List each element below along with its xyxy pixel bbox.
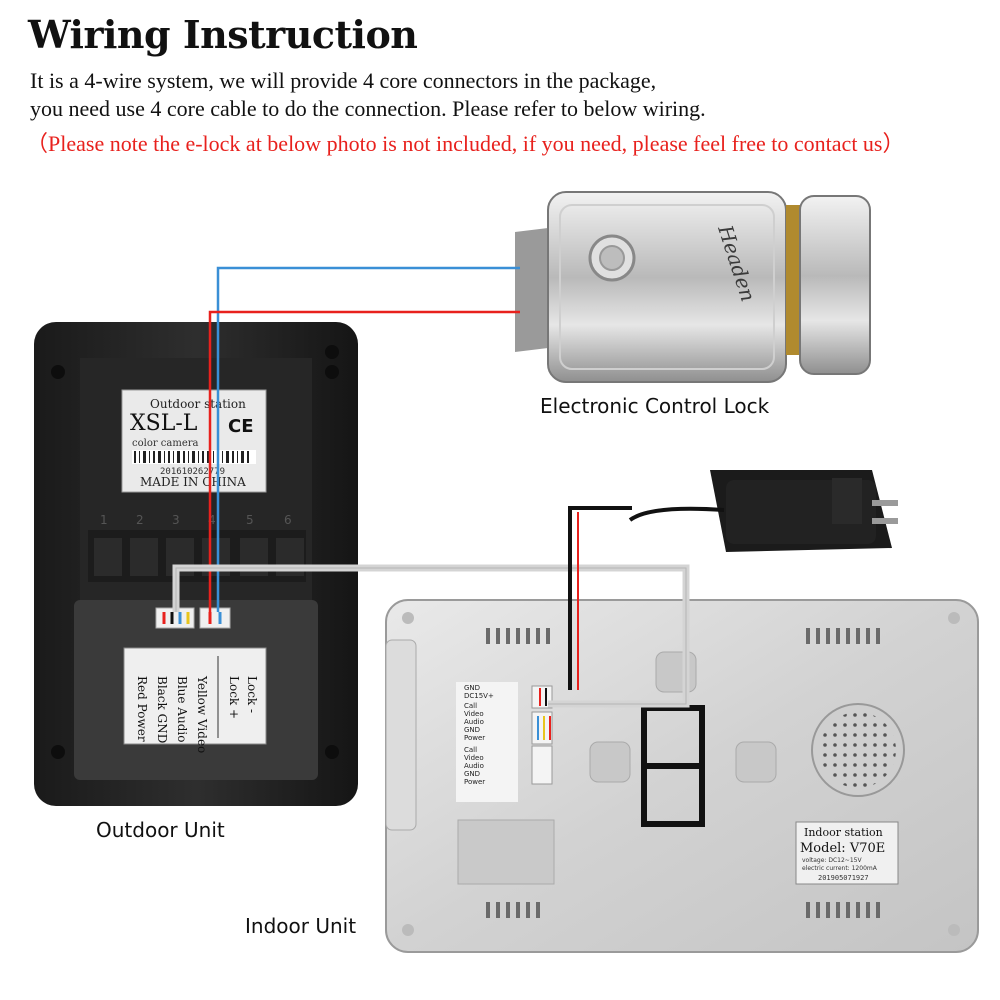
terminal-1: 1 (100, 513, 108, 527)
outdoor-lock-plus: Lock + (227, 676, 241, 719)
wiring-lines (172, 266, 690, 708)
port-power-1: Power (464, 734, 485, 742)
indoor-station-label: Indoor station (804, 826, 883, 839)
outdoor-col-power: Red Power (135, 676, 149, 742)
outdoor-station-label: Outdoor station (150, 397, 246, 411)
outdoor-col-audio: Blue Audio (175, 676, 189, 742)
ce-mark: CE (228, 416, 254, 437)
terminal-4: 4 (208, 513, 216, 527)
port-gnd-1: GND (464, 684, 480, 692)
red-lock-wire (208, 310, 520, 612)
terminal-2: 2 (136, 513, 144, 527)
port-call-2: Call (464, 746, 477, 754)
indoor-serial: 201905071927 (818, 874, 869, 882)
lock-note: （Please note the e-lock at below photo i… (26, 131, 905, 156)
port-call-1: Call (464, 702, 477, 710)
terminal-6: 6 (284, 513, 292, 527)
lock-caption: Electronic Control Lock (540, 394, 770, 418)
indoor-voltage: voltage: DC12~15V (802, 857, 862, 864)
outdoor-col-gnd: Black GND (155, 676, 169, 743)
barcode (132, 450, 256, 464)
outdoor-col-video: Yellow Video (195, 675, 209, 753)
indoor-current: electric current: 1200mA (802, 865, 878, 872)
intro-line-1: It is a 4-wire system, we will provide 4… (30, 68, 657, 93)
port-gnd-2: GND (464, 726, 480, 734)
outdoor-serial: 201610262779 (160, 467, 225, 477)
terminal-5: 5 (246, 513, 254, 527)
blue-lock-wire (216, 266, 520, 612)
page-title: Wiring Instruction (28, 12, 418, 57)
indoor-caption: Indoor Unit (245, 914, 357, 938)
electronic-lock-image: Headen (515, 191, 871, 383)
terminal-3: 3 (172, 513, 180, 527)
indoor-unit-image: GND DC15V+ Call Video Audio GND Power Ca… (385, 599, 979, 953)
port-video-2: Video (464, 754, 484, 762)
outdoor-sublabel: color camera (132, 438, 199, 449)
outdoor-unit-image: Outdoor station XSL-L CE color camera 20… (34, 322, 358, 806)
black-power-wire (568, 506, 632, 690)
port-video-1: Video (464, 710, 484, 718)
port-dc15v: DC15V+ (464, 692, 494, 700)
power-adapter-image (628, 470, 898, 552)
port-audio-1: Audio (464, 718, 484, 726)
port-audio-2: Audio (464, 762, 484, 770)
port-gnd-3: GND (464, 770, 480, 778)
intro-line-2: you need use 4 core cable to do the conn… (30, 96, 706, 121)
port-power-2: Power (464, 778, 485, 786)
outdoor-caption: Outdoor Unit (96, 818, 225, 842)
outdoor-lock-minus: Lock - (245, 676, 259, 713)
indoor-model: Model: V70E (800, 841, 885, 856)
outdoor-model: XSL-L (130, 411, 198, 436)
made-in-china: MADE IN CHINA (140, 475, 246, 489)
